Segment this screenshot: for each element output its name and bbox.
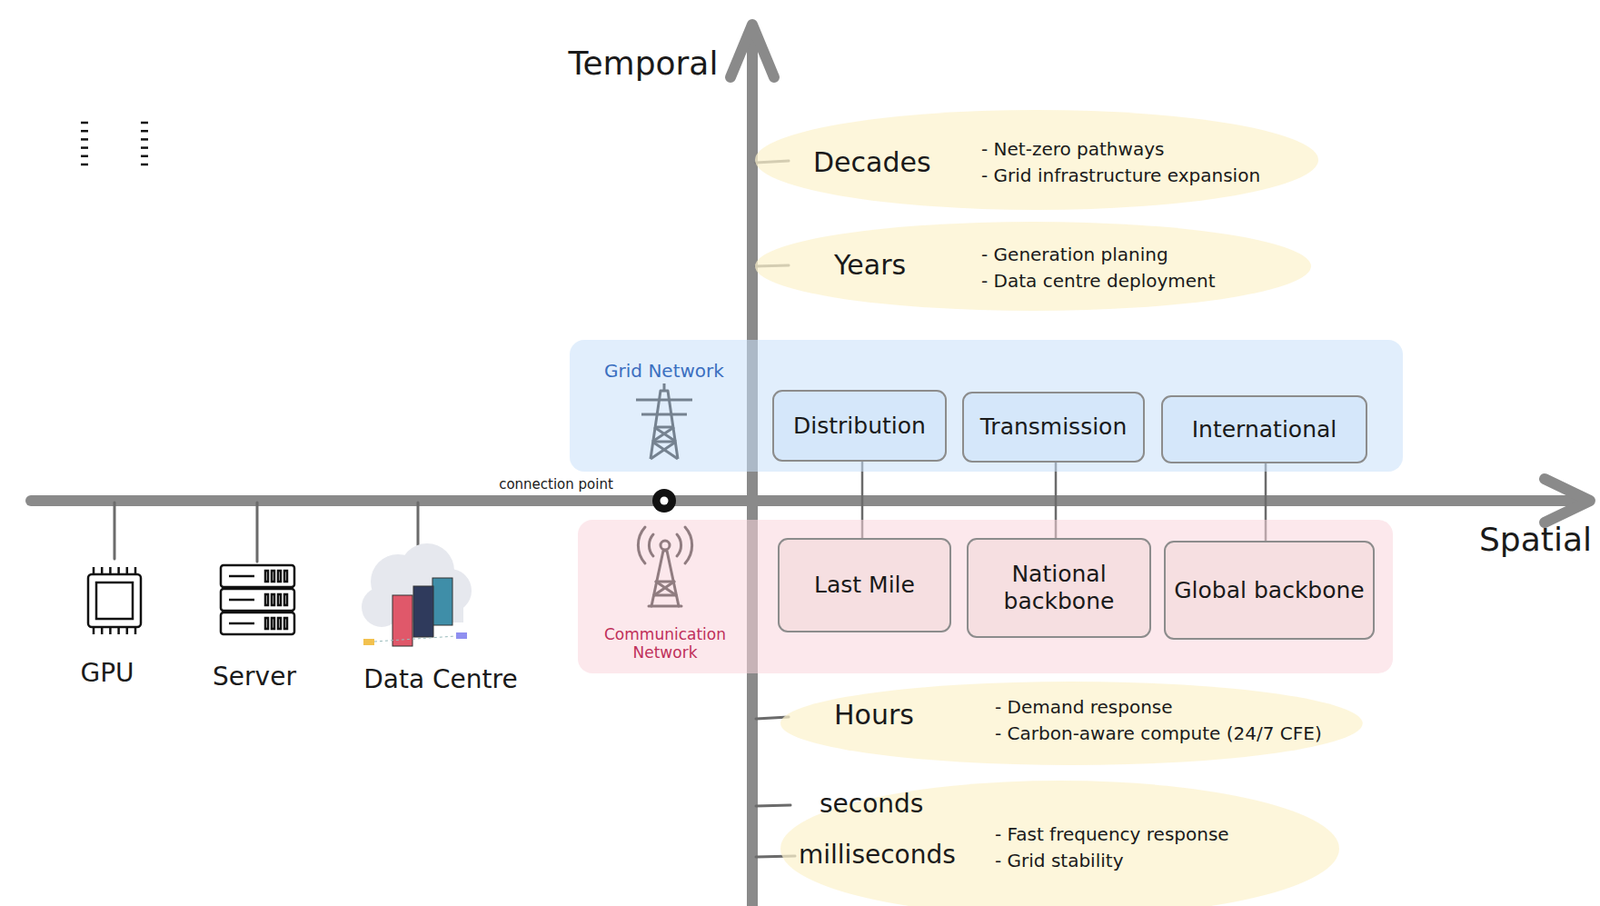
data-centre-icon: [361, 543, 472, 646]
timescale-ellipse: seconds milliseconds - Fast frequency resp…: [780, 780, 1340, 906]
component-label: GPU: [79, 657, 134, 689]
timescale-label: Years: [834, 248, 906, 282]
point-label: connection point: [498, 476, 614, 493]
network-band: Communication Network Last Mile National b…: [577, 519, 1393, 674]
bullet-note: - Carbon-aware compute (24/7 CFE): [994, 722, 1322, 745]
timescale-ellipse: Hours - Demand response - Carbon-aware com…: [780, 681, 1363, 766]
bullet-note: - Net-zero pathways: [981, 138, 1164, 160]
bullet-note: - Demand response: [994, 695, 1173, 718]
axis-label: Spatial: [1479, 519, 1592, 559]
bullet-note: - Generation planing: [981, 243, 1169, 266]
timescale-ellipse: Years - Generation planing - Data centre d…: [755, 221, 1312, 311]
axis-lines: [30, 24, 1591, 906]
timescale-label: Decades: [813, 146, 932, 179]
component-label: Data Centre: [363, 664, 517, 696]
component-label: Server: [212, 661, 297, 693]
bullet-note: - Fast frequency response: [994, 823, 1230, 845]
band-heading: Communication Network: [596, 625, 734, 663]
box-label: National backbone: [976, 560, 1142, 616]
box-label: International: [1192, 416, 1338, 444]
box-label: Last Mile: [814, 571, 915, 599]
gpu-icon: [80, 122, 149, 635]
band-heading: Grid Network: [604, 359, 725, 382]
timescale-label: Hours: [834, 698, 915, 732]
timescale-label: seconds: [819, 788, 924, 820]
connection-dot-hole: [660, 496, 669, 506]
timescale-label: milliseconds: [798, 839, 956, 871]
connection-dot: [652, 488, 676, 513]
box-label: Distribution: [793, 412, 926, 440]
network-layer-box: Distribution: [772, 389, 947, 462]
network-layer-box: Global backbone: [1163, 540, 1375, 640]
network-layer-box: Last Mile: [777, 537, 952, 633]
box-label: Transmission: [980, 413, 1128, 441]
bullet-note: - Data centre deployment: [981, 269, 1216, 292]
timescale-ellipse: Decades - Net-zero pathways - Grid infrast…: [755, 109, 1319, 210]
network-layer-box: National backbone: [966, 537, 1152, 638]
tick-marks: [114, 160, 796, 857]
network-band: Grid NetworkDistribution Transmission Inte…: [569, 339, 1403, 472]
bullet-note: - Grid stability: [994, 849, 1123, 872]
axis-label: Temporal: [568, 43, 719, 83]
box-label: Global backbone: [1173, 576, 1365, 605]
network-layer-box: International: [1161, 395, 1368, 464]
bullet-note: - Grid infrastructure expansion: [981, 164, 1261, 187]
server-icon: [220, 565, 295, 635]
network-layer-box: Transmission: [962, 391, 1145, 463]
